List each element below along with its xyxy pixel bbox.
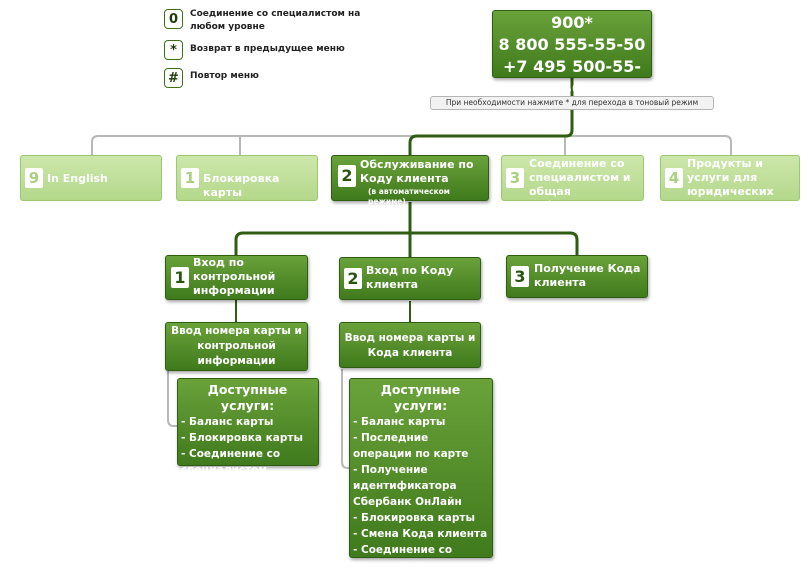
service-item: - Соединение со специалистом [181, 448, 281, 476]
menu-label: Вход по контрольной информации [193, 256, 276, 297]
legend-text-1: Возврат в предыдущее меню [190, 44, 345, 54]
menu-label: Обслуживание по Коду клиента [360, 158, 474, 185]
menu-item-specialist-info[interactable]: 3 Соединение со специалистом и общая инф… [501, 155, 644, 212]
phone-toll-free: 8 800 555-55-50 [498, 35, 646, 54]
phone-short: 900* [551, 13, 593, 32]
submenu-get-client-code[interactable]: 3 Получение Кода клиента [506, 255, 648, 298]
service-item: - Блокировка карты [353, 512, 475, 524]
services-right-panel: Доступные услуги: - Баланс карты - После… [349, 378, 493, 572]
menu-label: Получение Кода клиента [534, 262, 641, 289]
services-title: Доступные услуги: [380, 382, 461, 413]
legend-key-0: 0 [164, 9, 183, 29]
menu-label: In English [47, 172, 108, 185]
legend-key-hash: # [164, 68, 183, 88]
menu-number: 2 [344, 268, 362, 289]
menu-number: 1 [181, 168, 199, 188]
menu-item-legal-entities[interactable]: 4 Продукты и услуги для юридических лиц [660, 155, 800, 212]
menu-item-block-card[interactable]: 1 Блокировка карты [176, 155, 318, 201]
step-enter-card-control-info: Ввод номера карты и контрольной информац… [165, 322, 308, 371]
service-item: - Соединение со специалистом [353, 544, 453, 572]
connector-lines [91, 78, 732, 469]
menu-item-english[interactable]: 9 In English [20, 155, 162, 201]
menu-label: Соединение со специалистом и общая инфор… [529, 157, 631, 212]
submenu-client-code-login[interactable]: 2 Вход по Коду клиента [339, 257, 481, 300]
phone-moscow: +7 495 500-55-50 [502, 57, 642, 98]
menu-number: 3 [506, 168, 524, 188]
services-title: Доступные услуги: [207, 382, 288, 413]
menu-number: 1 [171, 267, 189, 288]
menu-label: Блокировка карты [203, 172, 280, 199]
menu-number: 9 [25, 168, 43, 188]
menu-sublabel: (в автоматическом режиме) [368, 187, 450, 206]
service-item: - Баланс карты [353, 416, 446, 428]
menu-number: 2 [338, 165, 356, 187]
menu-item-client-code-service[interactable]: 2 Обслуживание по Коду клиента (в автома… [331, 155, 489, 206]
menu-number: 3 [511, 266, 529, 287]
menu-label: Продукты и услуги для юридических лиц [687, 157, 774, 212]
submenu-control-info-login[interactable]: 1 Вход по контрольной информации [165, 255, 308, 300]
service-item: - Последние операции по карте [353, 432, 469, 460]
legend-text-2: Повтор меню [190, 71, 259, 81]
tone-mode-note: При необходимости нажмите * для перехода… [430, 96, 714, 110]
legend-key-star: * [164, 40, 183, 60]
legend-text-0: Соединение со специалистом на любом уров… [190, 9, 361, 32]
menu-number: 4 [665, 168, 683, 188]
services-left-panel: Доступные услуги: - Баланс карты - Блоки… [177, 378, 319, 476]
service-item: - Получение идентификатора Сбербанк ОнЛа… [353, 464, 462, 508]
menu-label: Вход по Коду клиента [366, 264, 454, 291]
step-enter-card-client-code: Ввод номера карты и Кода клиента [339, 322, 481, 368]
service-item: - Смена Кода клиента [353, 528, 488, 540]
service-item: - Блокировка карты [181, 432, 303, 444]
phone-numbers-box: 900* 8 800 555-55-50 +7 495 500-55-50 [492, 10, 652, 98]
service-item: - Баланс карты [181, 416, 274, 428]
